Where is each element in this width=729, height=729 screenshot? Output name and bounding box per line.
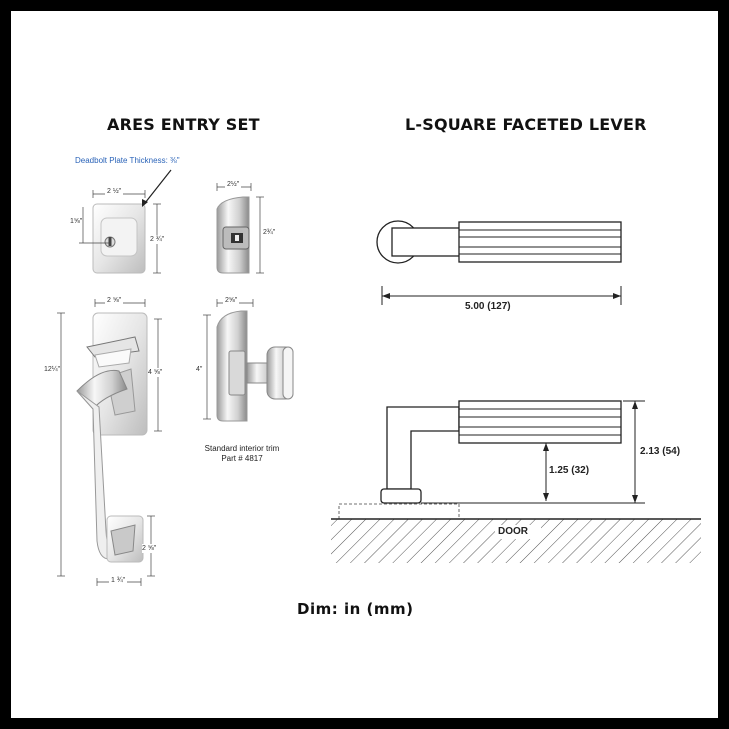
lever-inner-height-label: 1.25 (32) xyxy=(549,465,590,476)
handleset-illustration xyxy=(76,312,148,563)
lever-top-view xyxy=(376,220,622,264)
deadbolt-thickness-note: Deadbolt Plate Thickness: ⅜" xyxy=(75,156,180,165)
door-label: DOOR xyxy=(498,526,528,537)
deadbolt-front-illustration xyxy=(92,203,146,274)
interior-trim-illustration xyxy=(216,310,294,422)
bottom-plate-height-label: 2 ⅝" xyxy=(142,544,157,553)
deadbolt-height-label: 2 ¾" xyxy=(150,235,165,244)
dimension-units-note: Dim: in (mm) xyxy=(297,600,414,618)
handle-plate-height-label: 4 ⅝" xyxy=(148,368,163,377)
deadbolt-keyhole-height-label: 1⅝" xyxy=(70,218,83,225)
lever-length-label: 5.00 (127) xyxy=(465,301,511,312)
handle-plate-width-label: 2 ⅝" xyxy=(105,297,124,304)
trim-caption-line1: Standard interior trim xyxy=(204,444,280,453)
side-height-label: 2¾" xyxy=(263,229,276,236)
trim-caption-line2: Part # 4817 xyxy=(221,454,263,463)
lever-title: L-SQUARE FACETED LEVER xyxy=(405,115,647,134)
bottom-width-label: 1 ¾" xyxy=(109,577,128,584)
side-width-label: 2½" xyxy=(225,181,242,188)
lever-total-height-label: 2.13 (54) xyxy=(640,446,681,457)
deadbolt-width-label: 2 ½" xyxy=(105,188,124,195)
handle-total-height-label: 12¼" xyxy=(44,365,61,374)
knob-height-label: 4" xyxy=(196,365,203,374)
ares-title: ARES ENTRY SET xyxy=(107,115,260,134)
deadbolt-side-illustration xyxy=(216,196,250,274)
knob-width-label: 2⅝" xyxy=(223,297,240,304)
technical-drawing xyxy=(57,169,701,586)
lever-side-view xyxy=(380,400,622,504)
drawing-frame: ARES ENTRY SET L-SQUARE FACETED LEVER xyxy=(11,11,718,718)
